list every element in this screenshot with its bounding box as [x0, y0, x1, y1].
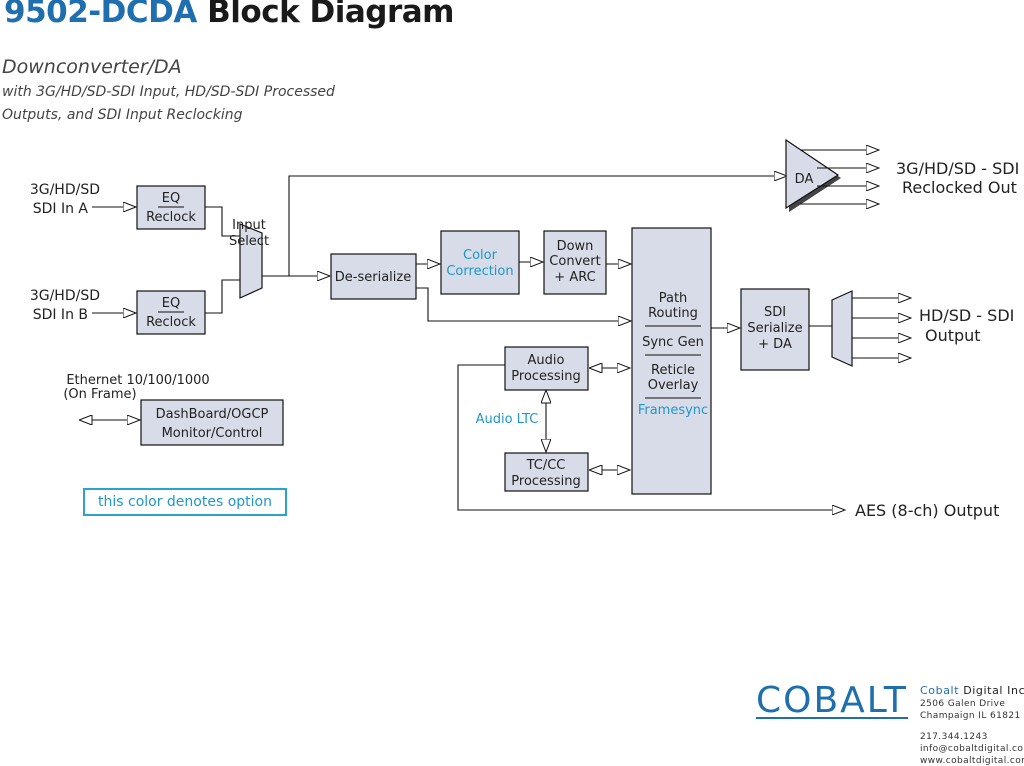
title-model: 9502-DCDA	[4, 0, 197, 30]
da-label: DA	[795, 172, 814, 187]
wire-eq-a-mux	[205, 206, 240, 237]
reticle-label-2: Overlay	[648, 378, 699, 393]
tccc-label-2: Processing	[511, 474, 580, 489]
reclocked-output-label-1: 3G/HD/SD - SDI	[896, 159, 1019, 178]
dashboard-box	[140, 399, 284, 446]
dashboard-label-1: DashBoard/OGCP	[156, 407, 269, 422]
reclocked-output-label-2: Reclocked Out	[902, 178, 1017, 197]
path-routing-label-2: Routing	[648, 306, 698, 321]
hdsd-output-label-1: HD/SD - SDI	[919, 306, 1014, 325]
input-select-label-1: Input	[232, 218, 266, 233]
eq-b-label-2: Reclock	[146, 315, 196, 330]
email: info@cobaltdigital.com	[920, 744, 1024, 754]
phone: 217.344.1243	[920, 732, 988, 742]
cobalt-logo: COBALT	[756, 680, 908, 721]
down-convert-box	[543, 230, 607, 295]
website: www.cobaltdigital.com	[920, 756, 1024, 766]
tccc-processing-box	[504, 452, 589, 492]
input-select-label-2: Select	[229, 234, 269, 249]
aes-output-label: AES (8-ch) Output	[855, 501, 999, 520]
sync-gen-label: Sync Gen	[642, 335, 704, 350]
sdi-serialize-label-2: Serialize	[747, 321, 802, 336]
address-line-2: Champaign IL 61821	[920, 711, 1021, 721]
company-brand: Cobalt	[920, 684, 960, 697]
audio-processing-label-1: Audio	[528, 353, 565, 368]
down-convert-label-3: + ARC	[554, 270, 595, 285]
eq-b-label-1: EQ	[162, 296, 180, 311]
input-b-label-1: 3G/HD/SD	[30, 288, 100, 304]
hdsd-output-label-2: Output	[925, 326, 981, 345]
company-name: Cobalt Digital Inc.	[920, 684, 1024, 697]
description-line-1: with 3G/HD/SD-SDI Input, HD/SD-SDI Proce…	[2, 84, 335, 100]
option-color-legend: this color denotes option	[83, 488, 287, 516]
path-routing-label-1: Path	[659, 291, 688, 306]
page-title: 9502-DCDA Block Diagram	[4, 0, 454, 30]
eq-a-label-2: Reclock	[146, 210, 196, 225]
sdi-serialize-box	[740, 288, 810, 371]
input-a-label-2: SDI In A	[33, 201, 89, 217]
sdi-serialize-label-3: + DA	[758, 337, 792, 352]
color-correction-label-2: Correction	[446, 264, 513, 279]
color-correction-box	[440, 230, 520, 295]
output-demux	[831, 290, 853, 367]
description-line-2: Outputs, and SDI Input Reclocking	[2, 107, 243, 123]
framesync-label: Framesync	[638, 403, 708, 418]
audio-ltc-label: Audio LTC	[476, 412, 539, 427]
ethernet-label-2: (On Frame)	[63, 387, 136, 402]
input-a-label-1: 3G/HD/SD	[30, 182, 100, 198]
dashboard-label-2: Monitor/Control	[162, 426, 263, 441]
wire-eq-b-mux	[205, 279, 240, 314]
subtitle: Downconverter/DA	[2, 56, 182, 78]
company-name-rest: Digital Inc.	[959, 684, 1024, 697]
input-select-mux	[239, 223, 263, 299]
eq-a-label-1: EQ	[162, 191, 180, 206]
logo-underline	[756, 717, 908, 719]
deserialize-box	[330, 253, 417, 300]
wire-aes-output	[457, 364, 845, 510]
input-b-label-2: SDI In B	[33, 307, 88, 323]
ethernet-label-1: Ethernet 10/100/1000	[66, 373, 209, 388]
path-routing-box	[631, 227, 712, 495]
wire-deser-path	[416, 287, 631, 321]
reticle-label-1: Reticle	[651, 363, 695, 378]
audio-processing-label-2: Processing	[511, 369, 580, 384]
deserialize-label: De-serialize	[335, 270, 411, 285]
tccc-label-1: TC/CC	[526, 458, 566, 473]
title-rest: Block Diagram	[207, 0, 454, 30]
down-convert-label-1: Down	[557, 239, 594, 254]
sdi-serialize-label-1: SDI	[764, 305, 786, 320]
wire-mux-da	[288, 176, 787, 276]
down-convert-label-2: Convert	[549, 254, 600, 269]
color-correction-label-1: Color	[463, 248, 498, 263]
da-triangle	[785, 138, 840, 210]
address-line-1: 2506 Galen Drive	[920, 699, 1006, 709]
audio-processing-box	[504, 346, 589, 391]
